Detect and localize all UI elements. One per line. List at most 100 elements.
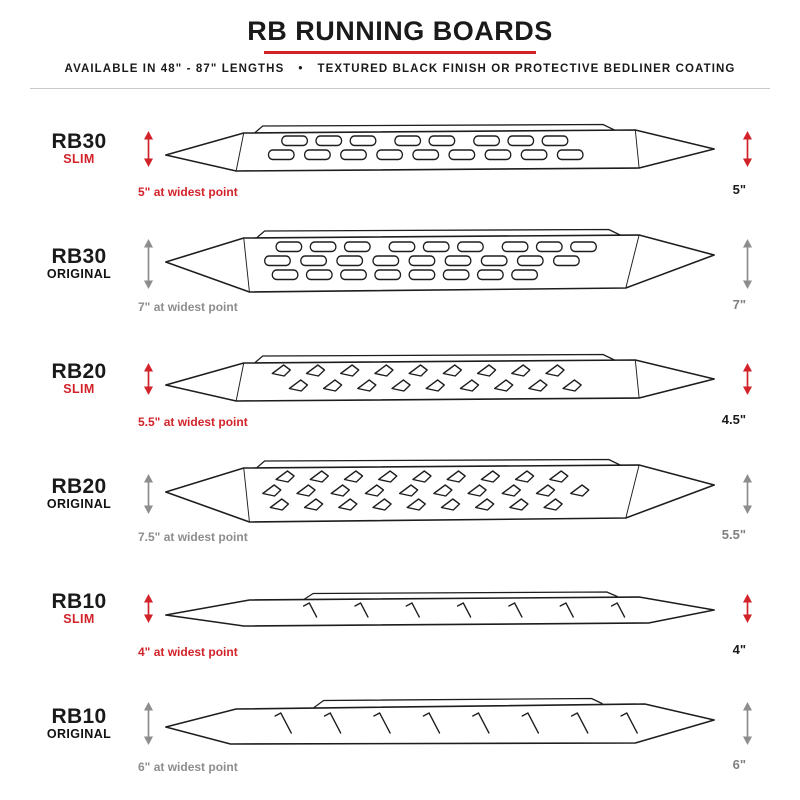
measure-arrow xyxy=(143,238,153,289)
teardrop-slot xyxy=(406,497,426,511)
oval-slot xyxy=(412,148,440,160)
teardrop-slot xyxy=(511,363,531,377)
board-illustration xyxy=(162,456,718,532)
measure-arrow xyxy=(742,130,752,167)
model-name: RB10 xyxy=(51,590,107,614)
board-row: RB20 ORIGINAL 7.5" at widest point 5.5" xyxy=(24,436,776,551)
board-drawing xyxy=(165,458,715,523)
height-arrow-left xyxy=(134,130,162,167)
slash-slot xyxy=(620,711,638,734)
board-drawing xyxy=(165,228,715,293)
oval-slot xyxy=(263,254,291,266)
teardrop-slot xyxy=(476,363,497,377)
oval-slot xyxy=(501,240,529,252)
height-arrow-left xyxy=(134,238,162,289)
teardrop-slot xyxy=(398,483,419,497)
teardrop-slot xyxy=(412,469,432,483)
teardrop-slot xyxy=(535,483,556,497)
model-block: RB10 SLIM xyxy=(24,590,134,627)
board-illustration xyxy=(162,694,718,754)
oval-slot xyxy=(535,240,563,252)
model-name: RB10 xyxy=(51,705,107,729)
slash-slot xyxy=(422,711,441,734)
oval-slot xyxy=(374,268,402,280)
slash-slot xyxy=(559,601,574,618)
teardrop-slot xyxy=(474,497,495,511)
model-name: RB20 xyxy=(51,360,107,384)
model-variant: SLIM xyxy=(63,382,95,397)
board-rows: RB30 SLIM 5" at widest point 5" RB30 ORI… xyxy=(24,91,776,781)
teardrop-slot xyxy=(509,497,529,511)
oval-slot xyxy=(300,254,328,266)
model-block: RB20 ORIGINAL xyxy=(24,475,134,512)
teardrop-slot xyxy=(501,483,521,497)
teardrop-slot xyxy=(425,378,445,392)
width-label: 7" at widest point xyxy=(138,300,238,314)
oval-slot xyxy=(456,240,484,252)
teardrop-slot xyxy=(493,378,514,392)
measure-arrow xyxy=(742,702,752,745)
teardrop-slot xyxy=(343,469,364,483)
teardrop-slot xyxy=(514,469,535,483)
slash-slot xyxy=(610,601,626,618)
model-variant: ORIGINAL xyxy=(46,727,112,742)
teardrop-slot xyxy=(442,363,463,377)
teardrop-slot xyxy=(562,378,582,392)
teardrop-slot xyxy=(296,483,316,497)
page: RB RUNNING BOARDS AVAILABLE IN 48" - 87"… xyxy=(24,16,776,781)
oval-slot xyxy=(570,240,598,252)
height-arrow-left xyxy=(134,594,162,623)
oval-slot xyxy=(408,254,436,266)
slash-slot xyxy=(323,711,342,734)
slash-slot xyxy=(302,601,318,618)
slash-slot xyxy=(456,601,472,618)
oval-slot xyxy=(340,148,368,160)
teardrop-slot xyxy=(374,363,394,377)
model-variant: ORIGINAL xyxy=(46,497,112,512)
height-label: 4" xyxy=(732,642,746,657)
teardrop-slot xyxy=(408,363,428,377)
height-arrow-left xyxy=(134,702,162,745)
oval-slot xyxy=(388,240,416,252)
teardrop-slot xyxy=(545,363,565,377)
oval-slot xyxy=(444,254,472,266)
measure-arrow xyxy=(143,594,153,623)
oval-slot xyxy=(408,268,436,280)
board-illustration xyxy=(162,118,718,180)
slash-slot xyxy=(274,711,292,734)
teardrop-slot xyxy=(440,497,461,511)
teardrop-slot xyxy=(309,469,329,483)
width-label: 5.5" at widest point xyxy=(138,415,248,429)
width-label: 5" at widest point xyxy=(138,185,238,199)
board-row: RB30 ORIGINAL 7" at widest point 7" xyxy=(24,206,776,321)
oval-slot xyxy=(309,240,337,252)
oval-slot xyxy=(516,254,544,266)
oval-slot xyxy=(267,148,295,160)
width-label: 4" at widest point xyxy=(138,645,238,659)
height-label: 4.5" xyxy=(721,412,746,427)
oval-slot xyxy=(336,254,364,266)
board-drawing xyxy=(165,590,715,627)
slash-slot xyxy=(472,711,490,734)
slash-slot xyxy=(521,711,540,734)
oval-slot xyxy=(541,134,569,146)
oval-slot xyxy=(305,268,333,280)
board-illustration xyxy=(162,586,718,632)
measure-arrow xyxy=(143,702,153,745)
teardrop-slot xyxy=(570,483,590,497)
oval-slot xyxy=(340,268,368,280)
teardrop-slot xyxy=(543,497,563,511)
measure-arrow xyxy=(143,362,153,395)
width-label: 6" at widest point xyxy=(138,760,238,774)
measure-arrow xyxy=(143,473,153,514)
oval-slot xyxy=(476,268,504,280)
oval-slot xyxy=(480,254,508,266)
teardrop-slot xyxy=(378,469,398,483)
oval-slot xyxy=(511,268,539,280)
height-label: 7" xyxy=(732,297,746,312)
teardrop-slot xyxy=(433,483,453,497)
board-illustration xyxy=(162,226,718,302)
teardrop-slot xyxy=(262,483,282,497)
oval-slot xyxy=(376,148,404,160)
teardrop-slot xyxy=(528,378,548,392)
